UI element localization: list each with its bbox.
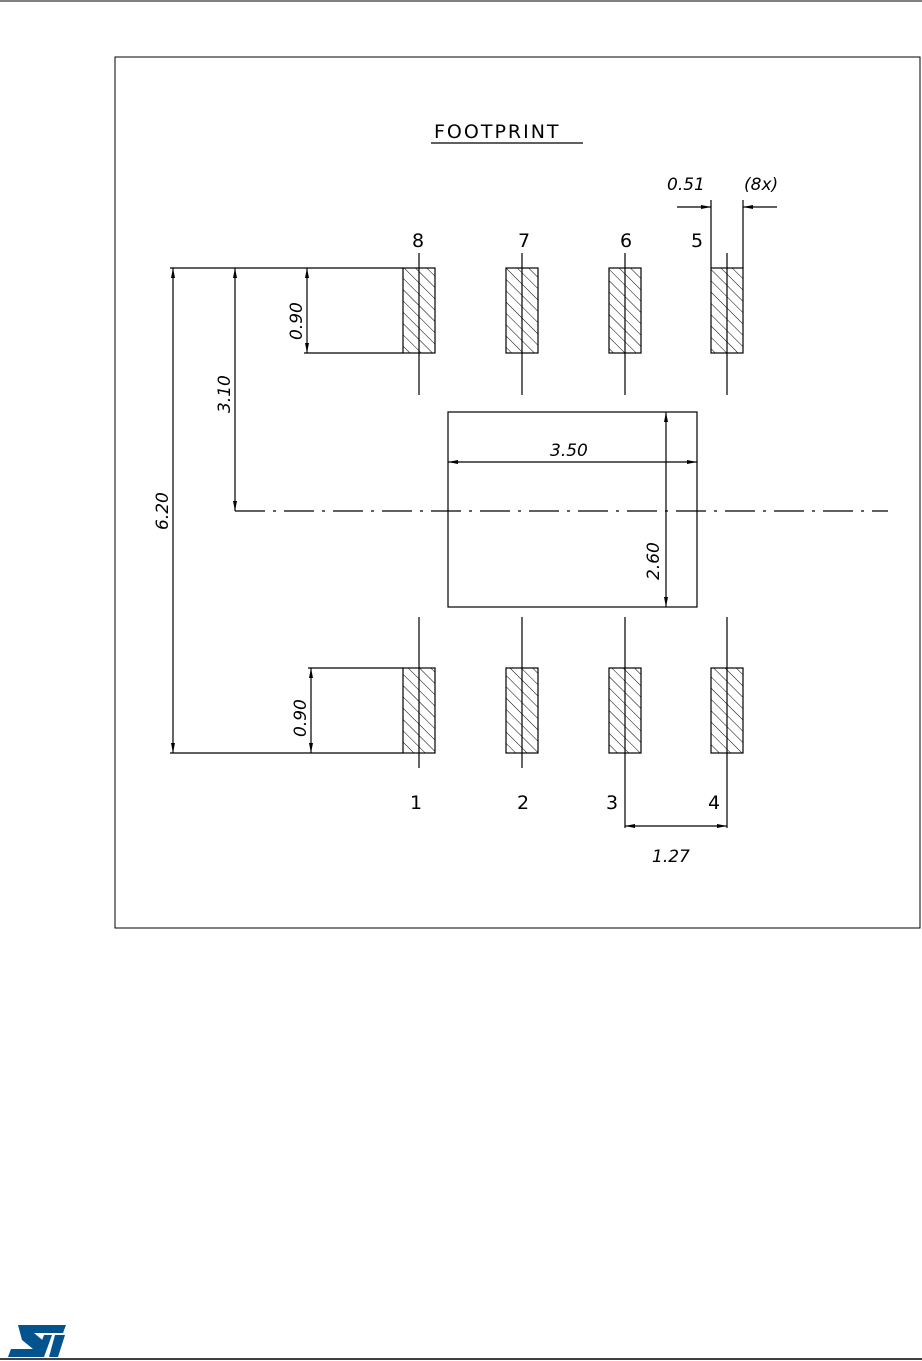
dim-half-height: 3.10 xyxy=(215,375,235,413)
dim-total-height: 6.20 xyxy=(153,492,173,530)
st-logo xyxy=(8,1325,66,1357)
pin-label-7: 7 xyxy=(518,230,530,252)
pin-label-1: 1 xyxy=(410,792,422,814)
dim-body-width: 3.50 xyxy=(550,441,588,461)
pin-label-6: 6 xyxy=(620,230,632,252)
pin-label-4: 4 xyxy=(708,792,720,814)
dim-pitch: 1.27 xyxy=(652,847,690,867)
footprint-title: FOOTPRINT xyxy=(434,121,561,143)
pin-label-8: 8 xyxy=(412,230,424,252)
top-pads xyxy=(402,253,744,395)
package-body xyxy=(447,411,698,608)
dim-body-height: 2.60 xyxy=(644,542,664,580)
pin-label-5: 5 xyxy=(691,230,703,252)
dim-pad-count: (8x) xyxy=(744,175,778,195)
dim-pad-length-top: 0.90 xyxy=(287,302,307,340)
bottom-pads xyxy=(402,617,744,828)
pin-label-2: 2 xyxy=(517,792,529,814)
pin-label-3: 3 xyxy=(606,792,618,814)
dim-pad-width: 0.51 xyxy=(667,175,705,195)
figure-frame xyxy=(114,56,921,929)
dim-pad-length-bottom: 0.90 xyxy=(291,699,311,737)
